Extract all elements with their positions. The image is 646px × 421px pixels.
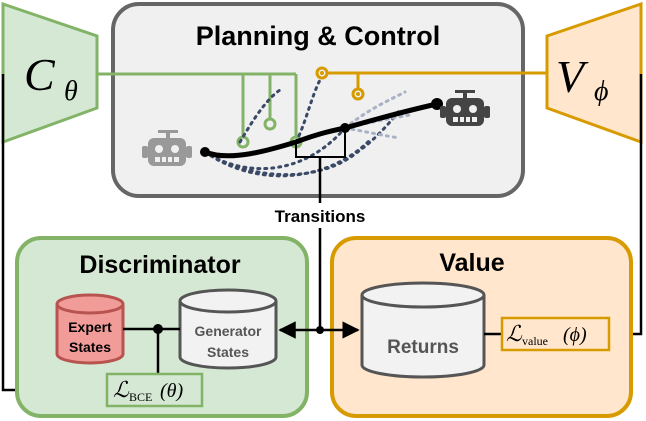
sampled-trajectories xyxy=(203,78,402,178)
svg-text:(θ): (θ) xyxy=(160,380,183,402)
planning-control-title: Planning & Control xyxy=(196,21,440,51)
svg-text:ϕ: ϕ xyxy=(594,76,609,107)
returns-database: Returns xyxy=(360,281,486,379)
svg-text:θ: θ xyxy=(64,76,78,107)
classifier-connections xyxy=(97,72,298,138)
svg-text:ℒ: ℒ xyxy=(113,377,130,402)
main-trajectory xyxy=(202,101,440,159)
discriminator-title: Discriminator xyxy=(79,251,240,279)
planning-control-panel xyxy=(111,2,525,198)
state-node xyxy=(263,117,277,131)
transitions-label: Transitions xyxy=(275,207,366,226)
bce-loss-box: ℒ BCE (θ) xyxy=(105,372,204,408)
svg-text:ℒ: ℒ xyxy=(506,321,523,346)
svg-text:BCE: BCE xyxy=(129,390,152,404)
robot-icon-goal xyxy=(440,90,490,126)
value-symbol: V ϕ xyxy=(556,51,609,107)
svg-text:States: States xyxy=(207,344,249,360)
discriminator-connectors xyxy=(123,327,180,376)
svg-text:Generator: Generator xyxy=(195,323,262,339)
value-connections xyxy=(322,71,547,90)
svg-text:Returns: Returns xyxy=(387,337,459,358)
value-loss-box: ℒ value (ϕ) xyxy=(484,316,611,352)
svg-text:value: value xyxy=(522,334,548,348)
svg-text:V: V xyxy=(556,51,589,102)
value-title: Value xyxy=(439,249,504,277)
value-nodes xyxy=(315,66,365,101)
expert-states-database: Expert States xyxy=(55,293,125,365)
robot-icon-start xyxy=(142,130,192,166)
generator-states-database: Generator States xyxy=(178,288,278,370)
classifier-symbol: C θ xyxy=(24,49,78,107)
svg-text:C: C xyxy=(24,49,56,100)
svg-text:States: States xyxy=(69,339,111,355)
svg-text:Expert: Expert xyxy=(68,319,112,335)
svg-text:(ϕ): (ϕ) xyxy=(563,324,587,346)
